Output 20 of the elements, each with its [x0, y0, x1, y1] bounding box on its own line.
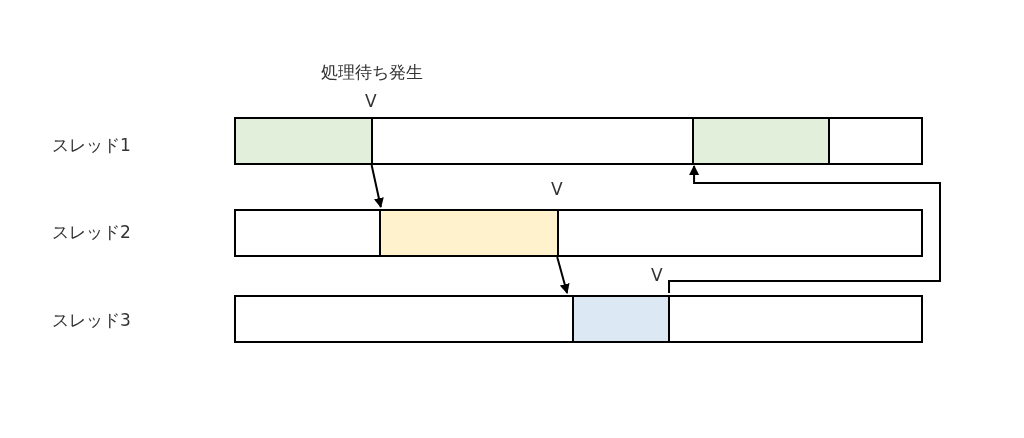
timeline-segment — [692, 117, 830, 165]
timeline-segment — [379, 209, 559, 257]
event-marker: V — [365, 91, 377, 111]
thread-label: スレッド2 — [52, 222, 131, 242]
event-marker: V — [651, 265, 663, 285]
timeline-segment — [371, 117, 694, 165]
timeline-segment — [572, 295, 670, 343]
timeline-segment — [557, 209, 923, 257]
timeline-segment — [234, 117, 373, 165]
arrow — [556, 256, 570, 294]
event-marker: V — [551, 179, 563, 199]
annotation-text: 処理待ち発生 — [321, 62, 423, 82]
timeline-segment — [234, 209, 381, 257]
timeline-segment — [668, 295, 923, 343]
timeline-segment — [234, 295, 574, 343]
arrow — [668, 165, 941, 294]
thread-label: スレッド1 — [52, 135, 131, 155]
timeline-segment — [828, 117, 923, 165]
thread-label: スレッド3 — [52, 310, 131, 330]
arrow — [370, 164, 384, 208]
